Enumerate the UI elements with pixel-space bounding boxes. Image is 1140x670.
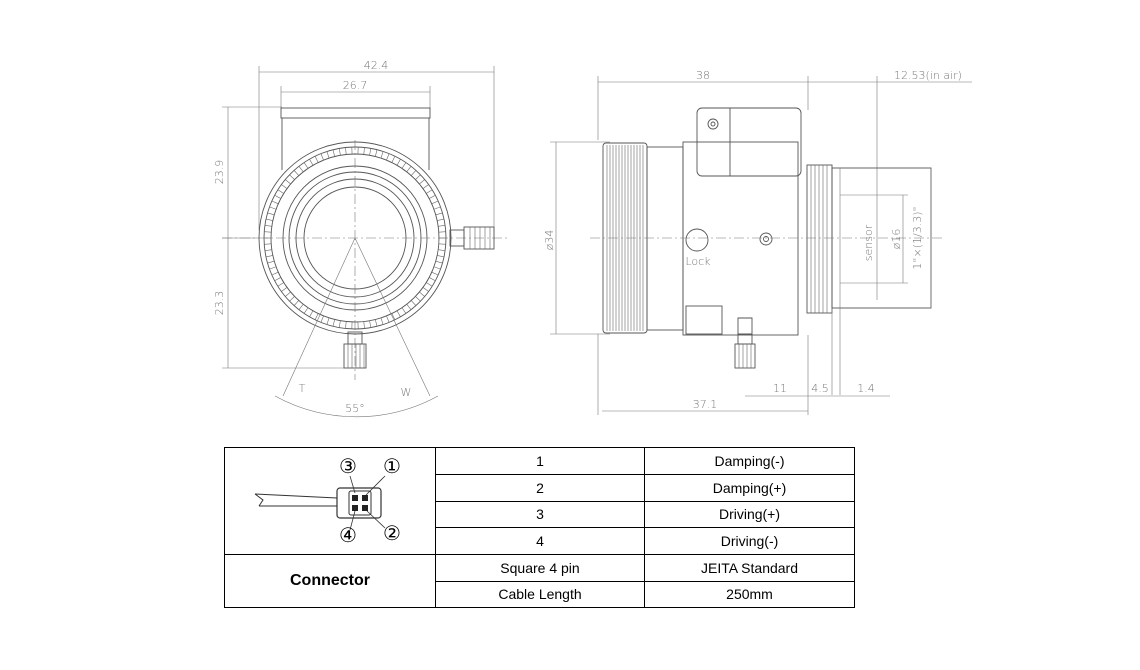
dim-body-length: 37.1 [693,398,718,411]
label-tele: T [299,382,306,395]
table-row: Cable Length 250mm [225,580,855,608]
dim-4-5: 4.5 [811,382,829,395]
pin-number: 1 [435,447,645,475]
pin-number: 2 [435,473,645,502]
pin-label-3: ③ [339,454,357,478]
pin-number: 4 [435,527,645,555]
dim-lower-height: 23.3 [213,291,226,316]
connector-spec-table: ③ ① ④ ② 1 Damping(-) 2 Damping(+) 3 Driv… [224,447,855,608]
dim-angle: 55° [345,402,365,415]
pin-label-2: ② [383,521,401,545]
dim-11: 11 [773,382,787,395]
spec-name: Square 4 pin [435,554,645,582]
connector-label: Connector [224,554,436,608]
table-row: 3 Driving(+) [225,500,855,529]
dim-top-width: 26.7 [343,79,368,92]
pin-function: Driving(+) [644,500,855,529]
pin-label-4: ④ [339,523,357,547]
dim-sensor-diameter: ø16 [890,229,903,250]
side-view: 38 12.53(in air) ø34 Lock [543,69,972,415]
table-row: 4 Driving(-) [225,527,855,555]
spec-value: 250mm [644,580,855,608]
table-row: Connector Square 4 pin JEITA Standard [224,554,855,608]
connector-pin-diagram: ③ ① ④ ② [224,447,436,555]
table-row: ③ ① ④ ② 1 Damping(-) [224,447,855,555]
table-row: 2 Damping(+) [225,473,855,502]
dim-diameter: ø34 [543,230,556,251]
pin-function: Damping(+) [644,473,855,502]
pin-label-1: ① [383,454,401,478]
spec-value: JEITA Standard [644,554,855,582]
knurl-ring [264,147,446,329]
dim-1-4: 1.4 [857,382,875,395]
dim-length: 38 [696,69,710,82]
label-sensor: sensor [862,224,875,261]
pin-number: 3 [435,500,645,529]
dim-back-focus: 12.53(in air) [894,69,962,82]
dim-overall-width: 42.4 [364,59,389,72]
front-view: 42.4 26.7 23.9 23.3 55° T W [213,59,508,418]
dim-upper-height: 23.9 [213,160,226,185]
label-lock: Lock [685,255,711,268]
label-wide: W [401,386,412,399]
lens-technical-drawing: 42.4 26.7 23.9 23.3 55° T W [213,59,972,418]
spec-name: Cable Length [435,580,645,608]
pin-function: Damping(-) [644,447,855,475]
pin-function: Driving(-) [644,527,855,555]
